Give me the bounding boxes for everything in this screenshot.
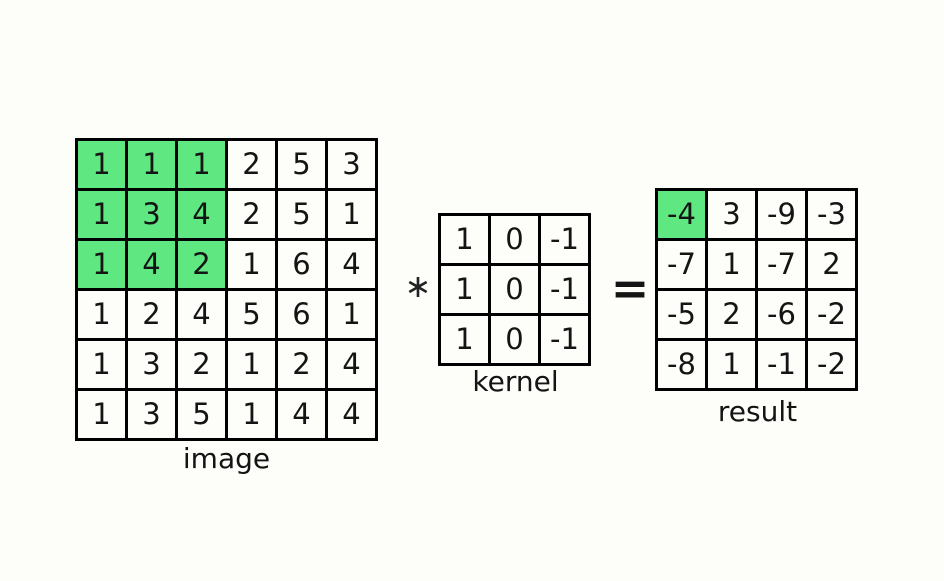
convolution-operator-icon: ∗ — [404, 267, 432, 305]
image-cell: 1 — [75, 238, 128, 291]
image-cell: 4 — [125, 238, 178, 291]
result-cell: -6 — [755, 288, 808, 341]
image-cell: 2 — [225, 188, 278, 241]
image-cell: 1 — [125, 138, 178, 191]
table-row: -5 2 -6 -2 — [655, 288, 858, 341]
image-cell: 4 — [325, 388, 378, 441]
kernel-cell: -1 — [538, 213, 591, 266]
result-cell: -9 — [755, 188, 808, 241]
table-row: 1 0 -1 — [438, 213, 591, 266]
result-cell: -7 — [655, 238, 708, 291]
table-row: 1 3 4 2 5 1 — [75, 188, 378, 241]
image-cell: 1 — [225, 238, 278, 291]
image-cell: 2 — [275, 338, 328, 391]
image-cell: 5 — [225, 288, 278, 341]
result-cell: 1 — [705, 338, 758, 391]
image-cell: 5 — [275, 188, 328, 241]
image-cell: 1 — [175, 138, 228, 191]
image-cell: 6 — [275, 288, 328, 341]
image-cell: 1 — [75, 188, 128, 241]
result-cell: -1 — [755, 338, 808, 391]
image-cell: 1 — [225, 338, 278, 391]
result-cell: -4 — [655, 188, 708, 241]
image-label: image — [182, 442, 271, 475]
result-cell: 3 — [705, 188, 758, 241]
table-row: 1 1 1 2 5 3 — [75, 138, 378, 191]
result-cell: 2 — [805, 238, 858, 291]
result-cell: -8 — [655, 338, 708, 391]
image-cell: 2 — [175, 338, 228, 391]
image-cell: 1 — [75, 138, 128, 191]
image-cell: 3 — [325, 138, 378, 191]
kernel-cell: -1 — [538, 313, 591, 366]
image-cell: 1 — [325, 288, 378, 341]
result-label: result — [717, 395, 798, 428]
image-cell: 1 — [225, 388, 278, 441]
image-cell: 4 — [325, 338, 378, 391]
image-cell: 5 — [275, 138, 328, 191]
image-cell: 2 — [125, 288, 178, 341]
kernel-cell: 1 — [438, 313, 491, 366]
result-cell: -3 — [805, 188, 858, 241]
table-row: 1 4 2 1 6 4 — [75, 238, 378, 291]
table-row: -8 1 -1 -2 — [655, 338, 858, 391]
result-cell: -5 — [655, 288, 708, 341]
kernel-cell: 0 — [488, 313, 541, 366]
image-cell: 1 — [75, 288, 128, 341]
image-cell: 3 — [125, 338, 178, 391]
kernel-cell: 0 — [488, 213, 541, 266]
kernel-cell: -1 — [538, 263, 591, 316]
table-row: -4 3 -9 -3 — [655, 188, 858, 241]
result-cell: 2 — [705, 288, 758, 341]
image-cell: 6 — [275, 238, 328, 291]
result-matrix: -4 3 -9 -3 -7 1 -7 2 -5 2 -6 -2 -8 1 -1 … — [655, 188, 858, 391]
image-cell: 2 — [225, 138, 278, 191]
image-cell: 1 — [75, 338, 128, 391]
image-cell: 4 — [275, 388, 328, 441]
image-cell: 4 — [175, 288, 228, 341]
table-row: 1 2 4 5 6 1 — [75, 288, 378, 341]
kernel-cell: 1 — [438, 263, 491, 316]
table-row: 1 3 2 1 2 4 — [75, 338, 378, 391]
table-row: 1 3 5 1 4 4 — [75, 388, 378, 441]
result-cell: -2 — [805, 288, 858, 341]
kernel-cell: 0 — [488, 263, 541, 316]
image-cell: 1 — [75, 388, 128, 441]
equals-sign: = — [610, 261, 650, 315]
image-cell: 1 — [325, 188, 378, 241]
image-cell: 3 — [125, 388, 178, 441]
image-cell: 4 — [325, 238, 378, 291]
image-cell: 2 — [175, 238, 228, 291]
kernel-label: kernel — [472, 365, 559, 398]
table-row: -7 1 -7 2 — [655, 238, 858, 291]
table-row: 1 0 -1 — [438, 313, 591, 366]
result-cell: -2 — [805, 338, 858, 391]
image-cell: 4 — [175, 188, 228, 241]
image-cell: 3 — [125, 188, 178, 241]
result-cell: 1 — [705, 238, 758, 291]
kernel-matrix: 1 0 -1 1 0 -1 1 0 -1 — [438, 213, 591, 366]
image-matrix: 1 1 1 2 5 3 1 3 4 2 5 1 1 4 2 1 6 4 1 2 … — [75, 138, 378, 441]
table-row: 1 0 -1 — [438, 263, 591, 316]
image-cell: 5 — [175, 388, 228, 441]
kernel-cell: 1 — [438, 213, 491, 266]
result-cell: -7 — [755, 238, 808, 291]
